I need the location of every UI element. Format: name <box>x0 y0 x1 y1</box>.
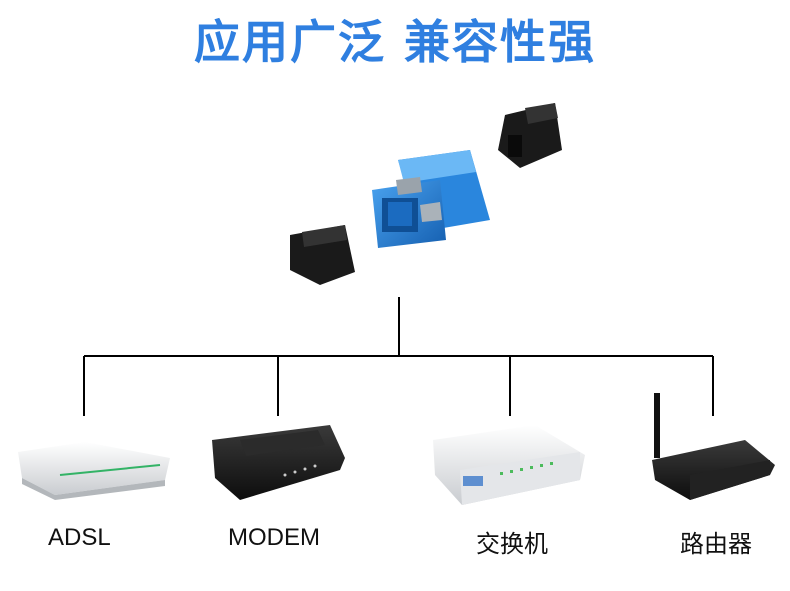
device-label-switch: 交换机 <box>476 531 548 558</box>
modem-icon <box>212 425 345 500</box>
dust-cap-icon <box>498 103 562 168</box>
device-label-router: 路由器 <box>680 531 752 558</box>
device-label-modem: MODEM <box>228 524 320 551</box>
network-switch-icon <box>433 425 585 505</box>
headline: 应用广泛 兼容性强 <box>193 15 596 69</box>
adsl-router-icon <box>18 442 170 500</box>
wireless-router-icon <box>652 393 775 500</box>
connector-tree <box>83 297 714 416</box>
sc-fiber-adapter-icon <box>372 150 490 248</box>
dust-cap-icon <box>290 225 355 285</box>
device-label-adsl: ADSL <box>48 524 111 551</box>
